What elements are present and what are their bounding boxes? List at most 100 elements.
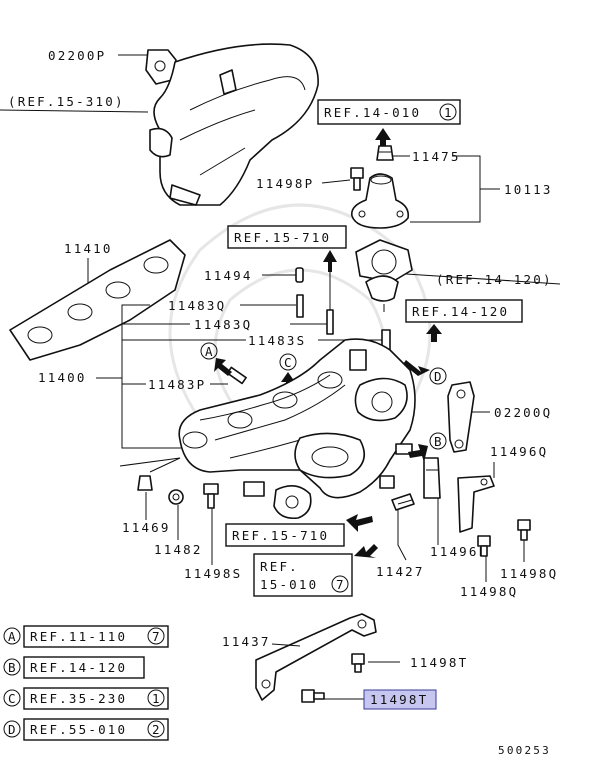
callout-c[interactable] xyxy=(279,353,297,371)
bolt-11498T-2[interactable] xyxy=(301,689,325,703)
label-02200P: 02200P xyxy=(48,48,106,63)
label-11483P: 11483P xyxy=(148,377,206,392)
arrow-a xyxy=(214,358,232,376)
label-ref15-310[interactable]: (REF.15-310) xyxy=(8,94,125,109)
highlight-11498T[interactable] xyxy=(363,689,437,710)
svg-text:C: C xyxy=(8,691,18,706)
svg-text:REF.35-230: REF.35-230 xyxy=(30,691,127,706)
stud-11483P[interactable] xyxy=(226,366,247,385)
label-11483S: 11483S xyxy=(248,333,306,348)
thermostat-gasket[interactable] xyxy=(355,239,413,312)
bracket-02200Q[interactable] xyxy=(447,381,475,453)
leader-ref14-120-paren xyxy=(405,273,561,285)
svg-text:D: D xyxy=(8,722,18,737)
arrow-ref14-120 xyxy=(426,324,442,342)
svg-text:B: B xyxy=(8,660,18,675)
stud-11483Q-1[interactable] xyxy=(296,294,304,318)
leader-10113 xyxy=(410,155,481,223)
svg-text:2: 2 xyxy=(152,722,162,737)
svg-text:C: C xyxy=(284,355,294,370)
label-02200Q: 02200Q xyxy=(494,405,552,420)
label-11496P: 11496P xyxy=(430,544,488,559)
diagram-id: 500253 xyxy=(498,744,551,757)
arrow-ref14-010 xyxy=(375,128,391,148)
label-11498Q-1: 11498Q xyxy=(460,584,518,599)
svg-text:REF.14-120: REF.14-120 xyxy=(412,304,509,319)
bolt-11498T-1[interactable] xyxy=(351,653,365,673)
leader-11400-bracket xyxy=(121,304,185,449)
stud-11483Q-2[interactable] xyxy=(326,309,334,335)
bracket-11496Q[interactable] xyxy=(457,475,495,533)
ref15-010-box[interactable]: REF. 15-010 7 xyxy=(253,553,353,597)
ref14-010-page: 1 xyxy=(444,105,454,120)
label-ref14-120-paren[interactable]: (REF.14-120) xyxy=(436,272,553,287)
legend-b[interactable]: B REF.14-120 xyxy=(3,656,145,679)
label-11498S: 11498S xyxy=(184,566,242,581)
bolt-11498S[interactable] xyxy=(203,483,219,509)
arrow-ref15-710-top xyxy=(323,250,337,272)
svg-text:REF.55-010: REF.55-010 xyxy=(30,722,127,737)
svg-text:REF.: REF. xyxy=(260,559,299,574)
bolt-11498Q-1[interactable] xyxy=(477,535,491,557)
svg-text:B: B xyxy=(434,434,444,449)
label-11482: 11482 xyxy=(154,542,203,557)
arrow-d xyxy=(403,360,430,378)
label-11498T-1: 11498T xyxy=(410,655,468,670)
svg-text:REF.15-710: REF.15-710 xyxy=(232,528,329,543)
leader-ref15-310 xyxy=(0,109,149,113)
label-11410: 11410 xyxy=(64,241,113,256)
ref14-120-box[interactable]: REF.14-120 xyxy=(405,299,523,323)
label-11498T-2: 11498T xyxy=(370,692,428,707)
arrow-ref15-010 xyxy=(354,544,378,558)
arrow-b xyxy=(408,444,428,462)
ref14-010-box[interactable]: REF.14-010 1 xyxy=(317,99,461,125)
label-11498P: 11498P xyxy=(256,176,314,191)
ref15-710-low-box[interactable]: REF.15-710 xyxy=(225,523,345,547)
legend-d[interactable]: D REF.55-010 2 xyxy=(3,718,169,741)
label-11483Q-2: 11483Q xyxy=(194,317,252,332)
sensor-11427[interactable] xyxy=(391,493,415,511)
bracket-11496P[interactable] xyxy=(423,457,441,499)
legend-a[interactable]: A REF.11-110 7 xyxy=(3,625,169,648)
callout-a[interactable] xyxy=(200,342,218,360)
label-10113: 10113 xyxy=(504,182,553,197)
svg-text:1: 1 xyxy=(152,691,162,706)
svg-text:A: A xyxy=(8,629,18,644)
plug-11494[interactable] xyxy=(295,267,304,283)
svg-text:15-010: 15-010 xyxy=(260,577,318,592)
stay-11437[interactable] xyxy=(255,613,377,701)
callout-d[interactable] xyxy=(429,367,447,385)
legend-c[interactable]: C REF.35-230 1 xyxy=(3,687,169,710)
label-11400: 11400 xyxy=(38,370,87,385)
label-11483Q-1: 11483Q xyxy=(168,298,226,313)
svg-text:D: D xyxy=(434,369,444,384)
plug-11469[interactable] xyxy=(137,475,153,491)
svg-text:REF.11-110: REF.11-110 xyxy=(30,629,127,644)
svg-text:REF.15-710: REF.15-710 xyxy=(234,230,331,245)
callout-b[interactable] xyxy=(429,432,447,450)
leader-11427 xyxy=(397,510,407,561)
bolt-11498P[interactable] xyxy=(350,167,364,191)
label-11469: 11469 xyxy=(122,520,171,535)
upper-intake-manifold[interactable] xyxy=(145,43,319,206)
arrow-c xyxy=(281,372,295,390)
label-11427: 11427 xyxy=(376,564,425,579)
leader-11498P xyxy=(321,179,351,184)
intake-manifold-11400[interactable] xyxy=(178,338,416,520)
ref15-710-top-box[interactable]: REF.15-710 xyxy=(227,225,347,249)
svg-text:A: A xyxy=(205,344,215,359)
label-11496Q: 11496Q xyxy=(490,444,548,459)
svg-text:REF.14-010: REF.14-010 xyxy=(324,105,421,120)
label-11494: 11494 xyxy=(204,268,253,283)
bolt-11498Q-2[interactable] xyxy=(517,519,531,541)
svg-text:REF.14-120: REF.14-120 xyxy=(30,660,127,675)
label-11437: 11437 xyxy=(222,634,271,649)
ref15-010-page: 7 xyxy=(336,577,346,592)
cap-11475[interactable] xyxy=(376,145,394,161)
nut-11482[interactable] xyxy=(168,489,184,505)
gasket-11410[interactable] xyxy=(9,239,186,361)
leader-11437 xyxy=(271,643,301,647)
svg-text:7: 7 xyxy=(152,629,162,644)
water-outlet-10113[interactable] xyxy=(350,173,410,229)
